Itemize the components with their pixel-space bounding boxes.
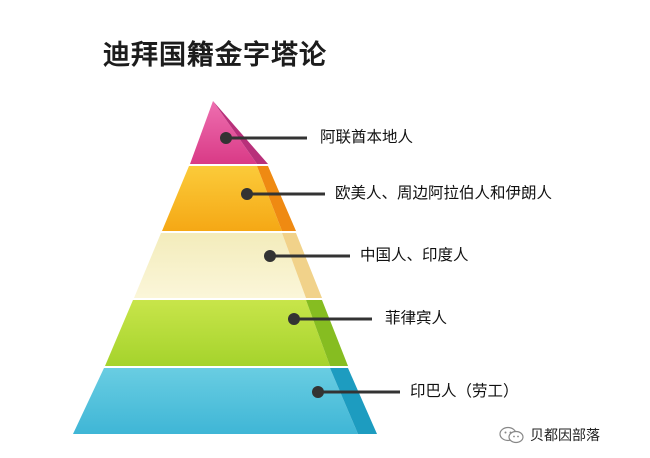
watermark-text: 贝都因部落 (530, 428, 600, 444)
connector-4 (312, 386, 400, 398)
connector-2 (264, 250, 350, 262)
tier-0-label: 阿联酋本地人 (320, 128, 414, 146)
tier-2-label: 中国人、印度人 (360, 246, 469, 264)
tier-2-shape (134, 233, 322, 298)
tier-3-label: 菲律宾人 (385, 309, 448, 327)
connector-1 (241, 188, 325, 200)
tier-4-label: 印巴人（劳工） (410, 382, 519, 400)
connector-3 (288, 313, 372, 325)
tier-1-label: 欧美人、周边阿拉伯人和伊朗人 (335, 184, 553, 202)
tier-3-shape (105, 300, 348, 366)
tier-4-shape (73, 368, 377, 434)
tier-1-shape (162, 166, 296, 231)
tier-0-shape (190, 101, 268, 164)
watermark: 贝都因部落 (498, 425, 600, 445)
diagram-title: 迪拜国籍金字塔论 (103, 40, 327, 71)
connector-0 (220, 132, 307, 144)
wechat-icon (499, 426, 524, 444)
